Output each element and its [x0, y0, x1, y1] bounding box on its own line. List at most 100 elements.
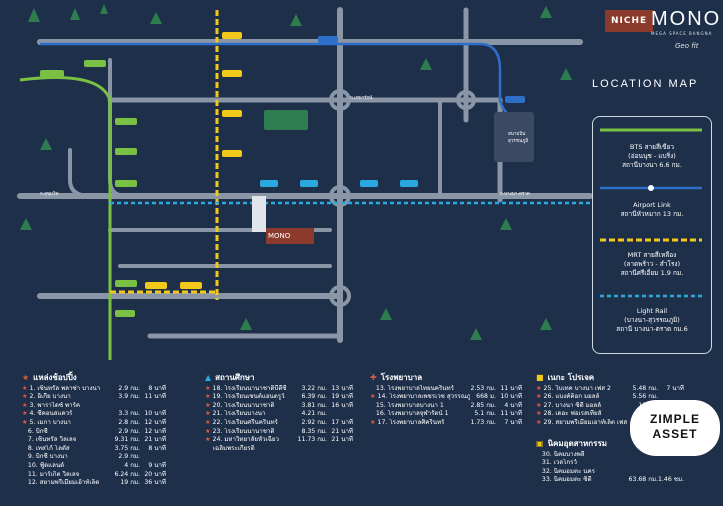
distance: 3.81 กม.	[301, 401, 327, 409]
travel-time	[327, 410, 353, 419]
travel-time: 8 นาที	[148, 444, 166, 452]
distance: 6.24 กม.	[114, 470, 140, 478]
place-name: ★ 25. ไบเทค บางนา เฟส 2	[536, 384, 611, 392]
place-name: 13. โรงพยาบาลไทยนครินทร์	[375, 384, 454, 392]
travel-time: 10 นาที	[144, 410, 166, 418]
list-item: 6. บิ๊กซี2.9 กม.12 นาที	[22, 428, 166, 437]
place-name: 8. เทสโก้ โลตัส	[27, 444, 70, 452]
place-name: ★ 22. โรงเรียนศรีนครินทร์	[205, 418, 278, 426]
list-item: 13. โรงพยาบาลไทยนครินทร์ 2.53 กม. 11 นาที	[370, 385, 522, 394]
graduation-cap-icon: ▲	[205, 373, 212, 382]
place-name: ★ 23. โรงเรียนนานาชาติ	[205, 427, 275, 435]
place-name: 6. บิ๊กซี	[27, 427, 48, 435]
place-name: ★ 1. เซ็นทรัล พลาซ่า บางนา	[22, 384, 101, 392]
travel-time: 11 นาที	[144, 393, 166, 401]
travel-time: 21 นาที	[331, 427, 353, 435]
distance: 8.35 กม.	[301, 427, 327, 435]
section-title: เนกะ โปรเจค	[547, 373, 595, 382]
star-icon: ★	[22, 401, 30, 409]
travel-time: 12 นาที	[144, 418, 166, 426]
star-icon: ★	[536, 401, 544, 409]
distance: 668 ม.	[476, 393, 496, 401]
road-bangna-trad: ถ.บางนา-ตราด	[500, 192, 530, 197]
place-name: ★ 17. โรงพยาบาลศิครินทร์	[370, 418, 445, 426]
roundabout-4	[456, 90, 476, 110]
list-item: เฉลิมพระเกียรติ	[205, 445, 353, 454]
distance	[297, 445, 327, 454]
travel-time: 4 นาที	[504, 401, 522, 409]
list-item: ★ 19. โรงเรียนเซนต์แอนดรูว์6.39 กม.19 นา…	[205, 393, 353, 402]
legend-icons	[600, 128, 702, 298]
section-industrial: ▣นิคมอุตสาหกรรม 30. นิคมบางพลี 31. เวลโก…	[536, 439, 684, 485]
travel-time: 7 นาที	[504, 418, 522, 426]
travel-time: 11 นาที	[500, 410, 522, 418]
list-item: ★ 17. โรงพยาบาลศิครินทร์ 1.73 กม. 7 นาที	[370, 419, 522, 428]
list-item: 7. เซ็นทรัล วิลเลจ 9.31 กม. 21 นาที	[22, 436, 166, 445]
travel-time: 10 นาที	[500, 393, 522, 401]
list-item: ★ 22. โรงเรียนศรีนครินทร์ 2.92 กม. 17 นาที	[205, 419, 353, 428]
distance: 2.92 กม.	[301, 418, 327, 426]
airport-area	[494, 112, 534, 162]
distance: 2.53 กม.	[470, 384, 496, 392]
travel-time	[327, 445, 353, 454]
list-item: 32. นิคมอมตะ นคร	[536, 468, 684, 477]
list-item: ★ 18. โรงเรียนนานาชาติบีดีซี3.22 กม.13 น…	[205, 385, 353, 394]
star-icon: ★	[205, 410, 213, 418]
distance: 11.73 กม.	[297, 436, 327, 444]
place-name: ★ 24. มหาวิทยาลัยหัวเฉียว	[205, 436, 280, 444]
travel-time	[658, 468, 684, 477]
place-name: 11. มาร์เก็ต วิลเลจ	[27, 470, 80, 478]
project-badge	[266, 228, 314, 244]
section-title: แหล่งช้อปปิ้ง	[33, 373, 77, 382]
brand-niche: NICHE	[605, 10, 654, 32]
place-name: ★ 27. บางนา ซิตี้ มอลล์	[536, 401, 601, 409]
legend-airport: Airport Link สถานีหัวหมาก 13 กม.	[620, 201, 684, 218]
section-hospital: ✚โรงพยาบาล 13. โรงพยาบาลไทยนครินทร์2.53 …	[370, 373, 522, 428]
roundabout-1	[329, 89, 351, 111]
list-item: 30. นิคมบางพลี	[536, 451, 684, 460]
building-icon: ■	[536, 373, 544, 382]
place-name: ★ 26. แบงค์ค็อก มอลล์	[536, 393, 600, 401]
travel-time: 7 นาที	[666, 384, 684, 392]
place-name: 7. เซ็นทรัล วิลเลจ	[27, 436, 77, 444]
shopping-icon: ★	[22, 373, 30, 382]
distance: 2.85 กม.	[470, 401, 496, 409]
travel-time: 8 นาที	[148, 384, 166, 392]
place-name: 16. โรงพยาบาลจุฬารัตน์ 1	[375, 410, 449, 418]
travel-time: 1.46 ชม.	[658, 476, 684, 484]
golf-area	[264, 110, 308, 130]
list-item: ★ 14. โรงพยาบาลเพชรเวช สุวรรณภูมิ668 ม.1…	[370, 393, 522, 402]
place-name: ★ 19. โรงเรียนเซนต์แอนดรูว์	[205, 393, 285, 401]
distance: 4 กม.	[124, 461, 140, 469]
legend-bts: BTS สายสีเขียว (อ่อนนุช - แบริ่ง) สถานีบ…	[622, 143, 682, 169]
star-icon: ★	[205, 436, 213, 444]
star-icon: ★	[205, 427, 213, 435]
place-name: ★ 29. สยามพรีเมียมเอาท์เล็ต เฟส 2	[536, 418, 628, 426]
section-title: นิคมอุตสาหกรรม	[547, 439, 608, 448]
place-name: 30. นิคมบางพลี	[541, 450, 585, 458]
star-icon: ★	[536, 410, 544, 418]
travel-time: 17 นาที	[331, 418, 353, 426]
travel-time: 11 นาที	[500, 384, 522, 392]
travel-time: 21 นาที	[144, 436, 166, 444]
distance: 9.31 กม.	[114, 436, 140, 444]
list-item: ★ 4. ซีคอนสแควร์3.3 กม.10 นาที	[22, 410, 166, 419]
place-name: ★ 28. เดอะ ฟอเรสเทียส์	[536, 410, 602, 418]
roundabout-2	[329, 185, 351, 207]
distance: 2.9 กม.	[118, 427, 140, 435]
project-label: MONO	[268, 232, 291, 240]
star-icon: ★	[22, 410, 30, 418]
distance: 1.73 กม.	[470, 418, 496, 426]
place-name: 9. บิ๊กซี บางนา	[27, 453, 68, 461]
distance: 4.21 กม.	[301, 410, 327, 418]
distance: 5.48 กม.	[632, 384, 658, 392]
project-building	[252, 196, 266, 232]
